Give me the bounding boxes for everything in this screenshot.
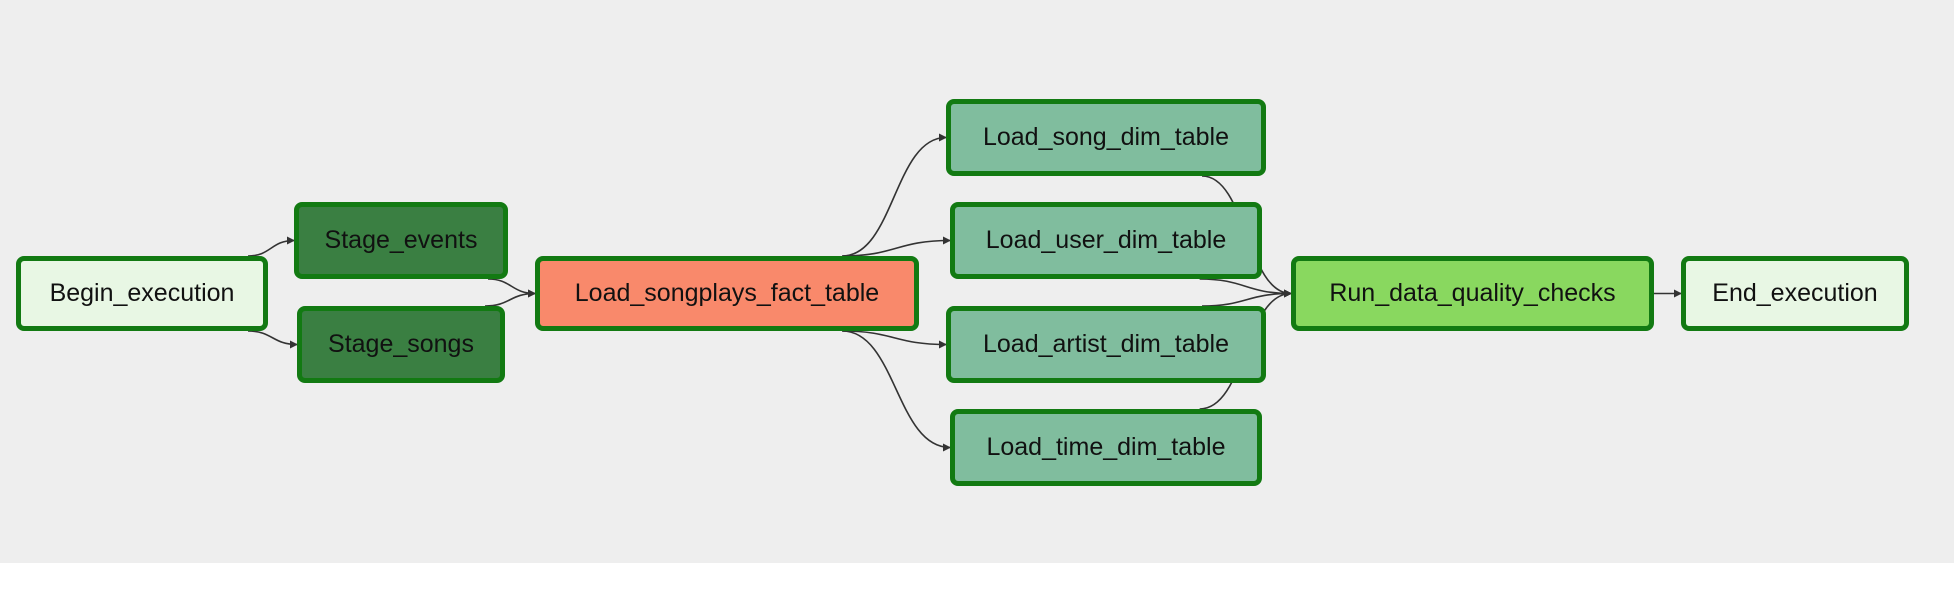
edge-load_artist_dim_table-to-run_data_quality_checks [1201, 289, 1292, 307]
edge-load_songplays_fact_table-to-load_artist_dim_table [842, 330, 947, 349]
task-label: Load_user_dim_table [985, 226, 1227, 254]
task-node-stage-songs[interactable]: Stage_songs [297, 306, 505, 383]
task-node-load-artist-dim-table[interactable]: Load_artist_dim_table [946, 306, 1266, 383]
edge-load_songplays_fact_table-to-load_time_dim_table [842, 330, 951, 452]
task-label: Stage_events [324, 226, 478, 254]
edge-stage_songs-to-load_songplays_fact_table [484, 289, 536, 307]
task-label: Load_song_dim_table [982, 123, 1230, 151]
task-node-end-execution[interactable]: End_execution [1681, 256, 1909, 331]
task-label: Begin_execution [49, 279, 235, 307]
edge-stage_events-to-load_songplays_fact_table [487, 278, 536, 298]
task-node-stage-events[interactable]: Stage_events [294, 202, 508, 279]
task-label: End_execution [1712, 279, 1878, 307]
task-node-load-time-dim-table[interactable]: Load_time_dim_table [950, 409, 1262, 486]
task-node-load-songplays-fact-table[interactable]: Load_songplays_fact_table [535, 256, 919, 331]
task-label: Load_time_dim_table [986, 433, 1226, 461]
task-node-load-song-dim-table[interactable]: Load_song_dim_table [946, 99, 1266, 176]
edge-begin_execution-to-stage_songs [247, 330, 298, 349]
task-label: Load_artist_dim_table [983, 330, 1229, 358]
task-node-run-data-quality-checks[interactable]: Run_data_quality_checks [1291, 256, 1654, 331]
edge-begin_execution-to-stage_events [247, 236, 295, 257]
task-label: Run_data_quality_checks [1329, 279, 1616, 307]
task-label: Stage_songs [328, 330, 474, 358]
dag-graph-canvas[interactable]: Begin_execution Stage_events Stage_songs… [0, 0, 1954, 563]
edge-load_user_dim_table-to-run_data_quality_checks [1199, 278, 1292, 298]
task-node-load-user-dim-table[interactable]: Load_user_dim_table [950, 202, 1262, 279]
edge-load_songplays_fact_table-to-load_song_dim_table [842, 133, 947, 257]
edge-load_songplays_fact_table-to-load_user_dim_table [842, 236, 951, 257]
task-node-begin-execution[interactable]: Begin_execution [16, 256, 268, 331]
task-label: Load_songplays_fact_table [574, 279, 880, 307]
